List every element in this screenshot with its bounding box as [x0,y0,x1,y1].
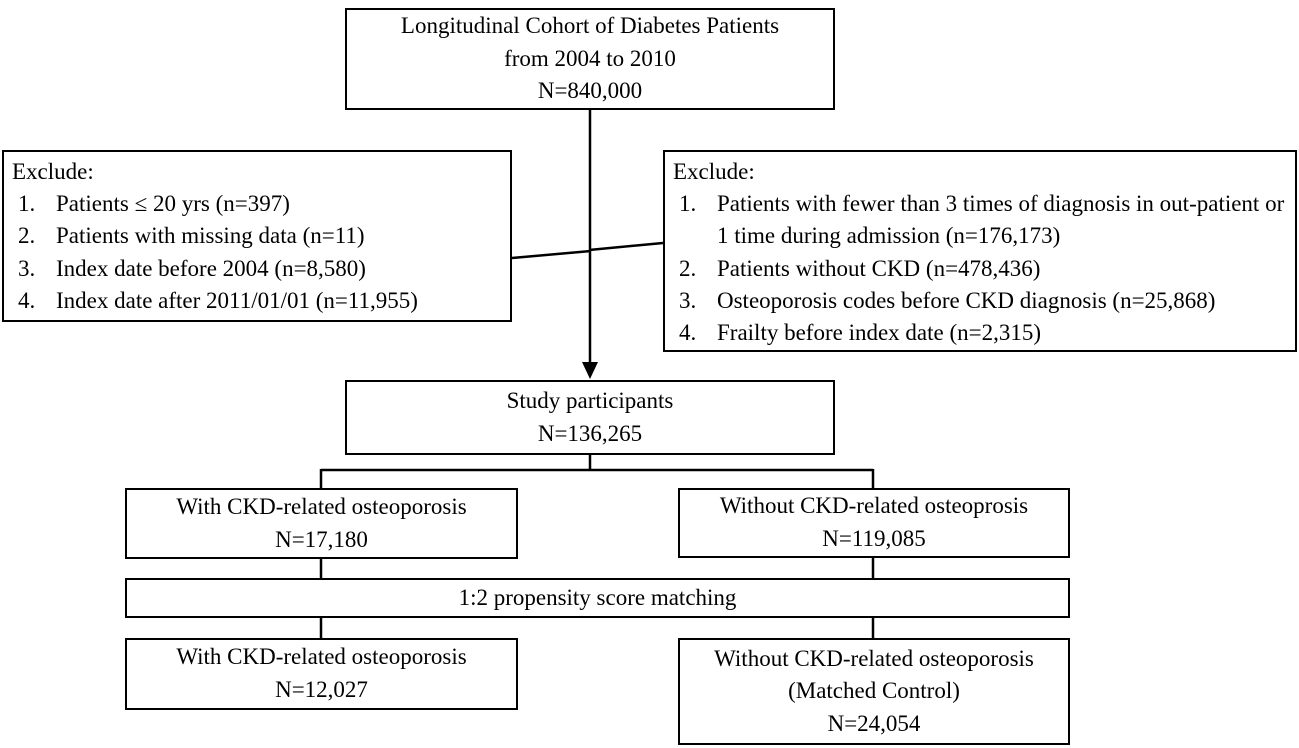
item-number: 2. [18,223,36,249]
cohort-box: Longitudinal Cohort of Diabetes Patients… [345,8,835,110]
propensity-matching-label: 1:2 propensity score matching [458,584,737,610]
exclude-left-connector [511,249,592,260]
exclusion-right-item-4: 4. Frailty before index date (n=2,315) [673,317,1289,349]
item-text: Osteoporosis codes before CKD diagnosis … [717,287,1216,313]
exclusion-left-item-2: 2. Patients with missing data (n=11) [12,220,504,252]
exclusion-right-item-1: 1. Patients with fewer than 3 times of d… [673,188,1289,252]
with-ckd-label: With CKD-related osteoporosis [176,493,467,519]
item-text: Index date before 2004 (n=8,580) [56,255,366,281]
item-number: 2. [679,255,697,281]
exclusion-left-item-3: 3. Index date before 2004 (n=8,580) [12,253,504,285]
item-number: 4. [18,287,36,313]
matched-control-label: Without CKD-related osteoporosis [714,645,1034,671]
cohort-title-line1: Longitudinal Cohort of Diabetes Patients [400,13,780,39]
study-participants-label: Study participants [506,387,674,413]
matched-control-n: N=24,054 [827,710,921,736]
exclude-right-connector [588,241,664,252]
exclusion-left-item-1: 1. Patients ≤ 20 yrs (n=397) [12,188,504,220]
exclusion-right-item-3: 3. Osteoporosis codes before CKD diagnos… [673,285,1289,317]
study-participants-box: Study participants N=136,265 [345,380,835,455]
exclusion-right-title: Exclude: [673,159,755,184]
without-ckd-osteoporosis-box: Without CKD-related osteoprosis N=119,08… [678,488,1070,558]
without-ckd-n: N=119,085 [822,526,926,551]
item-text: Frailty before index date (n=2,315) [717,319,1042,345]
cohort-title-line2: from 2004 to 2010 [504,45,676,71]
with-ckd-osteoporosis-box: With CKD-related osteoporosis N=17,180 [125,488,518,559]
item-number: 1. [679,191,697,217]
item-text: Patients ≤ 20 yrs (n=397) [56,191,290,217]
propensity-matching-box: 1:2 propensity score matching [125,578,1070,618]
matched-control-box: Without CKD-related osteoporosis (Matche… [678,638,1070,745]
exclusion-left-item-4: 4. Index date after 2011/01/01 (n=11,955… [12,285,504,317]
item-text: Patients with missing data (n=11) [56,223,365,249]
exclusion-box-right: Exclude: 1. Patients with fewer than 3 t… [663,150,1297,352]
item-number: 3. [679,287,697,313]
study-participants-n: N=136,265 [537,420,643,446]
item-text: Patients with fewer than 3 times of diag… [717,191,1285,249]
matched-with-ckd-box: With CKD-related osteoporosis N=12,027 [125,638,518,710]
exclusion-box-left: Exclude: 1. Patients ≤ 20 yrs (n=397) 2.… [2,150,512,322]
without-ckd-label: Without CKD-related osteoprosis [719,493,1029,519]
exclusion-left-title: Exclude: [12,159,94,184]
matched-with-ckd-label: With CKD-related osteoporosis [176,644,467,670]
item-number: 1. [18,191,36,217]
with-ckd-n: N=17,180 [275,526,368,552]
item-number: 3. [18,255,36,281]
item-text: Patients without CKD (n=478,436) [717,255,1041,281]
exclusion-right-item-2: 2. Patients without CKD (n=478,436) [673,253,1289,285]
item-text: Index date after 2011/01/01 (n=11,955) [56,287,418,313]
item-number: 4. [679,319,697,345]
matched-control-sublabel: (Matched Control) [788,678,960,704]
down-arrowhead [582,362,598,379]
matched-with-ckd-n: N=12,027 [275,677,368,702]
cohort-n: N=840,000 [537,78,643,104]
